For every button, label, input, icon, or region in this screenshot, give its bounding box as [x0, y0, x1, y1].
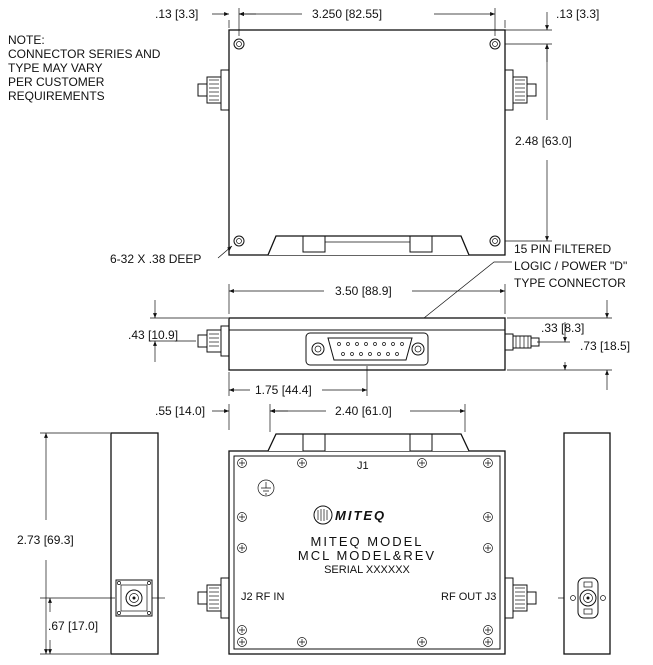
side-view-housing: [228, 317, 506, 371]
dim-side-length: 3.50 [88.9]: [335, 284, 392, 298]
sma-connector-left: [197, 69, 230, 111]
left-end-view: 2.73 [69.3] .67 [17.0]: [17, 432, 165, 655]
front-view-housing: [228, 450, 506, 655]
j3-label: RF OUT J3: [441, 591, 496, 603]
mounting-hole: [233, 38, 245, 50]
callout-line: 15 PIN FILTERED: [514, 242, 611, 256]
mounting-hole: [489, 235, 501, 247]
note-line: NOTE:: [8, 33, 45, 47]
side-view: 3.50 [88.9] .43 [10.9] .33 [8.3] .73 [18…: [128, 284, 630, 397]
j2-label: J2 RF IN: [241, 591, 284, 603]
top-view-housing: [228, 29, 506, 256]
connector-tab: [302, 235, 326, 253]
sma-connector-left: [197, 577, 230, 619]
dim-end-conn-height: .67 [17.0]: [48, 619, 98, 633]
sma-connector-right: [504, 577, 537, 619]
connector-callout: 15 PIN FILTERED LOGIC / POWER "D" TYPE C…: [403, 242, 627, 335]
sma-connector-right: [504, 333, 540, 351]
model-label: MITEQ MODEL: [310, 534, 423, 549]
dim-side-height-right: .73 [18.5]: [580, 339, 630, 353]
d-connector-top: [267, 433, 470, 452]
top-view: .13 [3.3] 3.250 [82.55] .13 [3.3] 2.48 […: [110, 7, 599, 266]
dim-top-height: 2.48 [63.0]: [515, 134, 572, 148]
note-line: REQUIREMENTS: [8, 89, 105, 103]
connector-tab: [409, 433, 433, 452]
connector-tab: [409, 235, 433, 253]
dim-front-left-offset: .55 [14.0]: [155, 404, 205, 418]
dim-top-right-offset: .13 [3.3]: [556, 7, 599, 21]
right-end-view: [558, 432, 611, 655]
dim-side-height-left: .43 [10.9]: [128, 328, 178, 342]
logo-text: MITEQ: [335, 508, 386, 523]
serial-label: SERIAL XXXXXX: [324, 564, 410, 576]
callout-line: LOGIC / POWER "D": [514, 259, 627, 273]
callout-line: TYPE CONNECTOR: [514, 276, 626, 290]
dim-top-width: 3.250 [82.55]: [312, 7, 382, 21]
front-view: MITEQ MITEQ MODEL MCL MODEL&REV SERIAL X…: [155, 404, 537, 655]
note-line: PER CUSTOMER: [8, 75, 105, 89]
d-connector-top: [267, 235, 470, 256]
hole-callout: 6-32 X .38 DEEP: [110, 252, 201, 266]
dim-side-conn-offset: .33 [8.3]: [541, 321, 584, 335]
mcl-model-label: MCL MODEL&REV: [298, 548, 436, 563]
dim-front-span: 2.40 [61.0]: [335, 404, 392, 418]
note-line: CONNECTOR SERIES AND: [8, 47, 161, 61]
sma-connector-left: [197, 325, 230, 357]
dim-side-center: 1.75 [44.4]: [255, 383, 312, 397]
ground-symbol-icon: [257, 479, 275, 497]
sma-connector-flange: [570, 577, 606, 619]
end-view-housing: [563, 432, 611, 655]
j1-label: J1: [357, 460, 369, 472]
dim-top-left-offset: .13 [3.3]: [155, 7, 198, 21]
cover-screws: [237, 458, 493, 647]
d-sub-connector: [305, 332, 429, 366]
mounting-hole: [489, 38, 501, 50]
end-view-housing: [110, 432, 159, 655]
miteq-logo: MITEQ: [313, 505, 386, 525]
note-line: TYPE MAY VARY: [8, 61, 102, 75]
sma-connector-right: [504, 69, 537, 111]
connector-tab: [302, 433, 326, 452]
dim-end-height: 2.73 [69.3]: [17, 533, 74, 547]
mounting-hole: [233, 235, 245, 247]
note-block: NOTE: CONNECTOR SERIES AND TYPE MAY VARY…: [8, 33, 161, 103]
